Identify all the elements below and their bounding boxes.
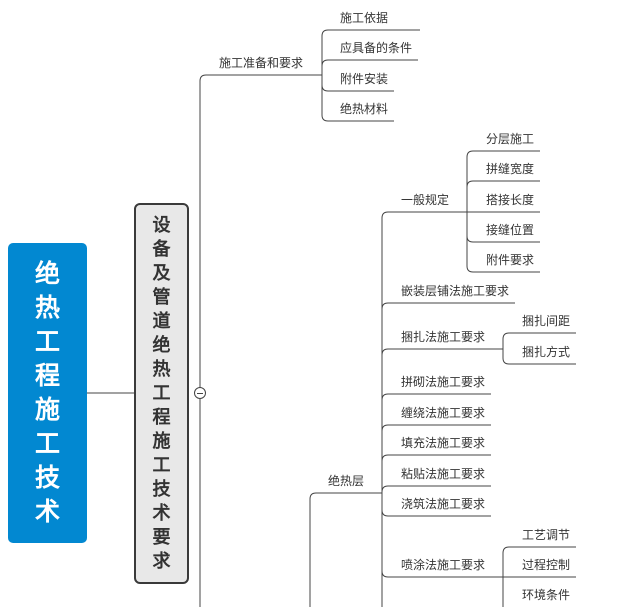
topic-general-child[interactable]: 拼缝宽度: [486, 162, 535, 176]
topic-spray-child[interactable]: 过程控制: [522, 558, 571, 572]
topic-embed-method[interactable]: 嵌装层铺法施工要求: [401, 284, 510, 298]
root-title-char: 程: [34, 361, 60, 390]
topic-method[interactable]: 拼砌法施工要求: [401, 375, 486, 389]
root-title-char: 热: [34, 293, 60, 322]
main-title-char: 要: [152, 526, 171, 548]
main-title-char: 道: [152, 310, 171, 332]
topic-method[interactable]: 粘贴法施工要求: [401, 467, 486, 481]
topic-bind-child[interactable]: 捆扎间距: [522, 314, 571, 328]
topic-prep[interactable]: 施工准备和要求: [219, 56, 304, 70]
topic-bind-method[interactable]: 捆扎法施工要求: [401, 330, 486, 344]
main-title-char: 求: [152, 550, 171, 572]
topic-method[interactable]: 缠绕法施工要求: [401, 406, 486, 420]
topic-insulation-layer[interactable]: 绝热层: [328, 474, 365, 488]
topic-general-child[interactable]: 分层施工: [486, 132, 535, 146]
root-topic[interactable]: 绝热工程施工技术: [8, 243, 87, 543]
main-title-char: 备: [152, 238, 171, 260]
topic-bind-child[interactable]: 捆扎方式: [522, 345, 571, 359]
root-title-char: 工: [34, 327, 60, 356]
main-title-char: 技: [152, 478, 171, 500]
topic-general-child[interactable]: 附件要求: [486, 253, 535, 267]
topic-method[interactable]: 浇筑法施工要求: [401, 497, 486, 511]
topic-prep-child[interactable]: 附件安装: [340, 72, 389, 86]
main-title-char: 程: [152, 406, 171, 428]
topic-prep-child[interactable]: 绝热材料: [340, 102, 389, 116]
topic-general-rules[interactable]: 一般规定: [401, 193, 450, 207]
root-title-char: 技: [34, 463, 60, 492]
topic-method[interactable]: 填充法施工要求: [401, 436, 486, 450]
main-title-char: 工: [152, 454, 171, 476]
root-title-char: 工: [34, 429, 60, 458]
root-title-char: 施: [34, 395, 60, 424]
main-topic[interactable]: 设备及管道绝热工程施工技术要求: [134, 203, 189, 584]
main-title-char: 施: [152, 430, 171, 452]
topic-general-child[interactable]: 搭接长度: [486, 193, 535, 207]
collapse-toggle-icon[interactable]: [194, 387, 206, 399]
root-title-char: 绝: [34, 259, 60, 288]
topic-prep-child[interactable]: 施工依据: [340, 11, 389, 25]
topic-spray-method[interactable]: 喷涂法施工要求: [401, 558, 486, 572]
main-title-char: 术: [152, 502, 171, 524]
main-title-char: 工: [152, 382, 171, 404]
main-title-char: 设: [152, 214, 171, 236]
main-title-char: 绝: [152, 334, 171, 356]
topic-spray-child[interactable]: 工艺调节: [522, 528, 571, 542]
root-title-char: 术: [34, 497, 60, 526]
topic-spray-child[interactable]: 环境条件: [522, 588, 571, 602]
main-title-char: 热: [152, 358, 171, 380]
main-title-char: 管: [152, 286, 171, 308]
topic-general-child[interactable]: 接缝位置: [486, 223, 535, 237]
main-title-char: 及: [152, 262, 171, 284]
topic-prep-child[interactable]: 应具备的条件: [340, 41, 413, 55]
